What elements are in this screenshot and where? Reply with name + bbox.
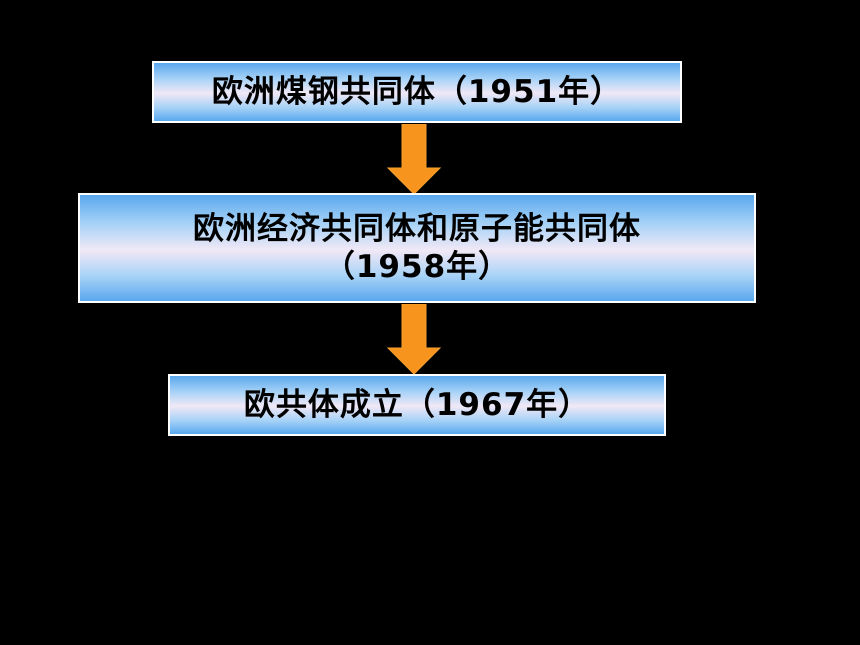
node-ec-founded-label: 欧共体成立（1967年）	[243, 387, 591, 423]
node-ecsc-label: 欧洲煤钢共同体（1951年）	[211, 74, 623, 110]
node-eec-euratom-label: 欧洲经济共同体和原子能共同体	[193, 211, 641, 247]
arrow-down-icon	[386, 304, 442, 375]
node-eec-euratom-box: 欧洲经济共同体和原子能共同体 （1958年）	[78, 193, 756, 303]
node-ecsc-box: 欧洲煤钢共同体（1951年）	[152, 61, 682, 123]
node-ec-founded-box: 欧共体成立（1967年）	[168, 374, 666, 436]
node-eec-euratom-year: （1958年）	[323, 249, 511, 285]
arrow-down-icon	[386, 124, 442, 195]
